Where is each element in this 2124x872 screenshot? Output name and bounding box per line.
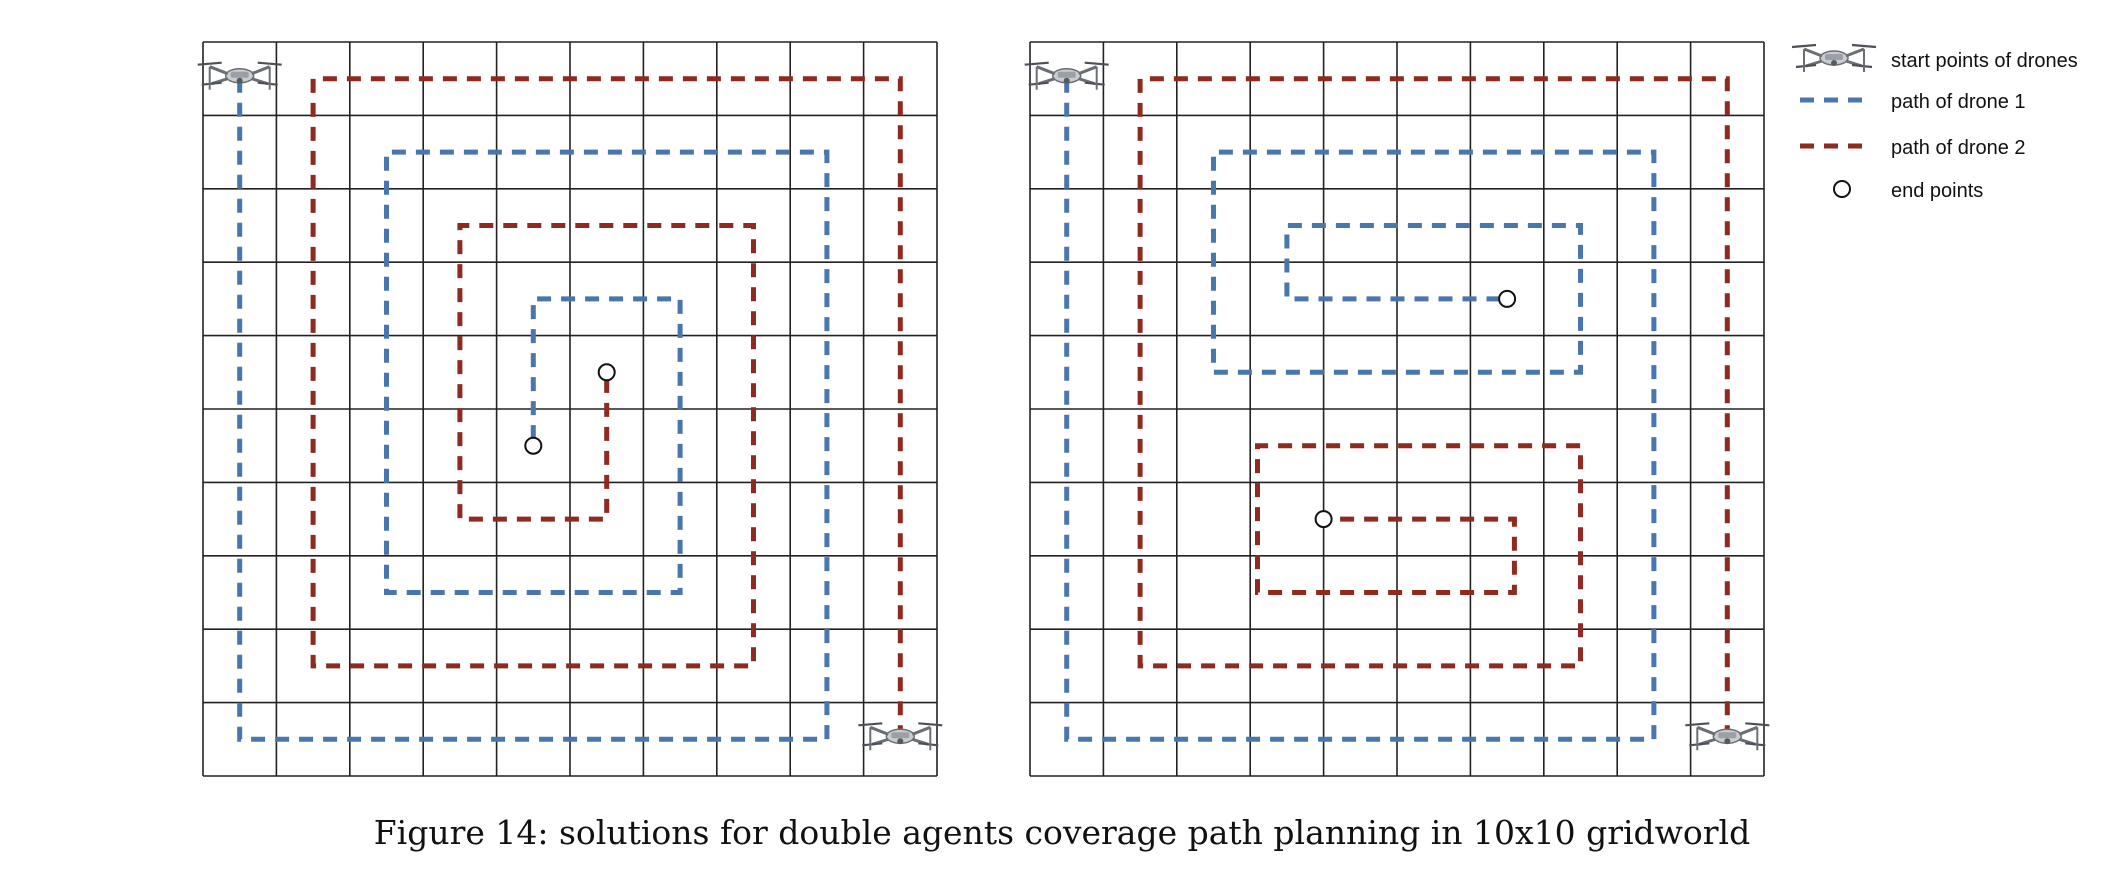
drone2-path [1137,76,1730,740]
grid-panel-1 [196,41,944,777]
legend-path2-label: path of drone 2 [1891,137,2026,159]
legend-end-label: end points [1891,180,1983,202]
end-point-marker [597,363,616,382]
legend-path1-label: path of drone 1 [1891,91,2026,113]
legend-start-label: start points of drones [1891,50,2078,72]
drone-legend-icon [1790,43,1878,74]
end-point-marker [1314,510,1333,529]
end-point-marker [524,436,543,455]
figure-caption: Figure 14: solutions for double agents c… [374,813,1750,852]
grid-panel-2 [1023,41,1771,777]
gridworld [202,41,938,777]
end-point-legend-icon [1833,180,1851,198]
end-point-marker [1498,289,1517,308]
gridworld [1029,41,1765,777]
legend: start points of drones path of drone 1 p… [1790,43,2078,202]
